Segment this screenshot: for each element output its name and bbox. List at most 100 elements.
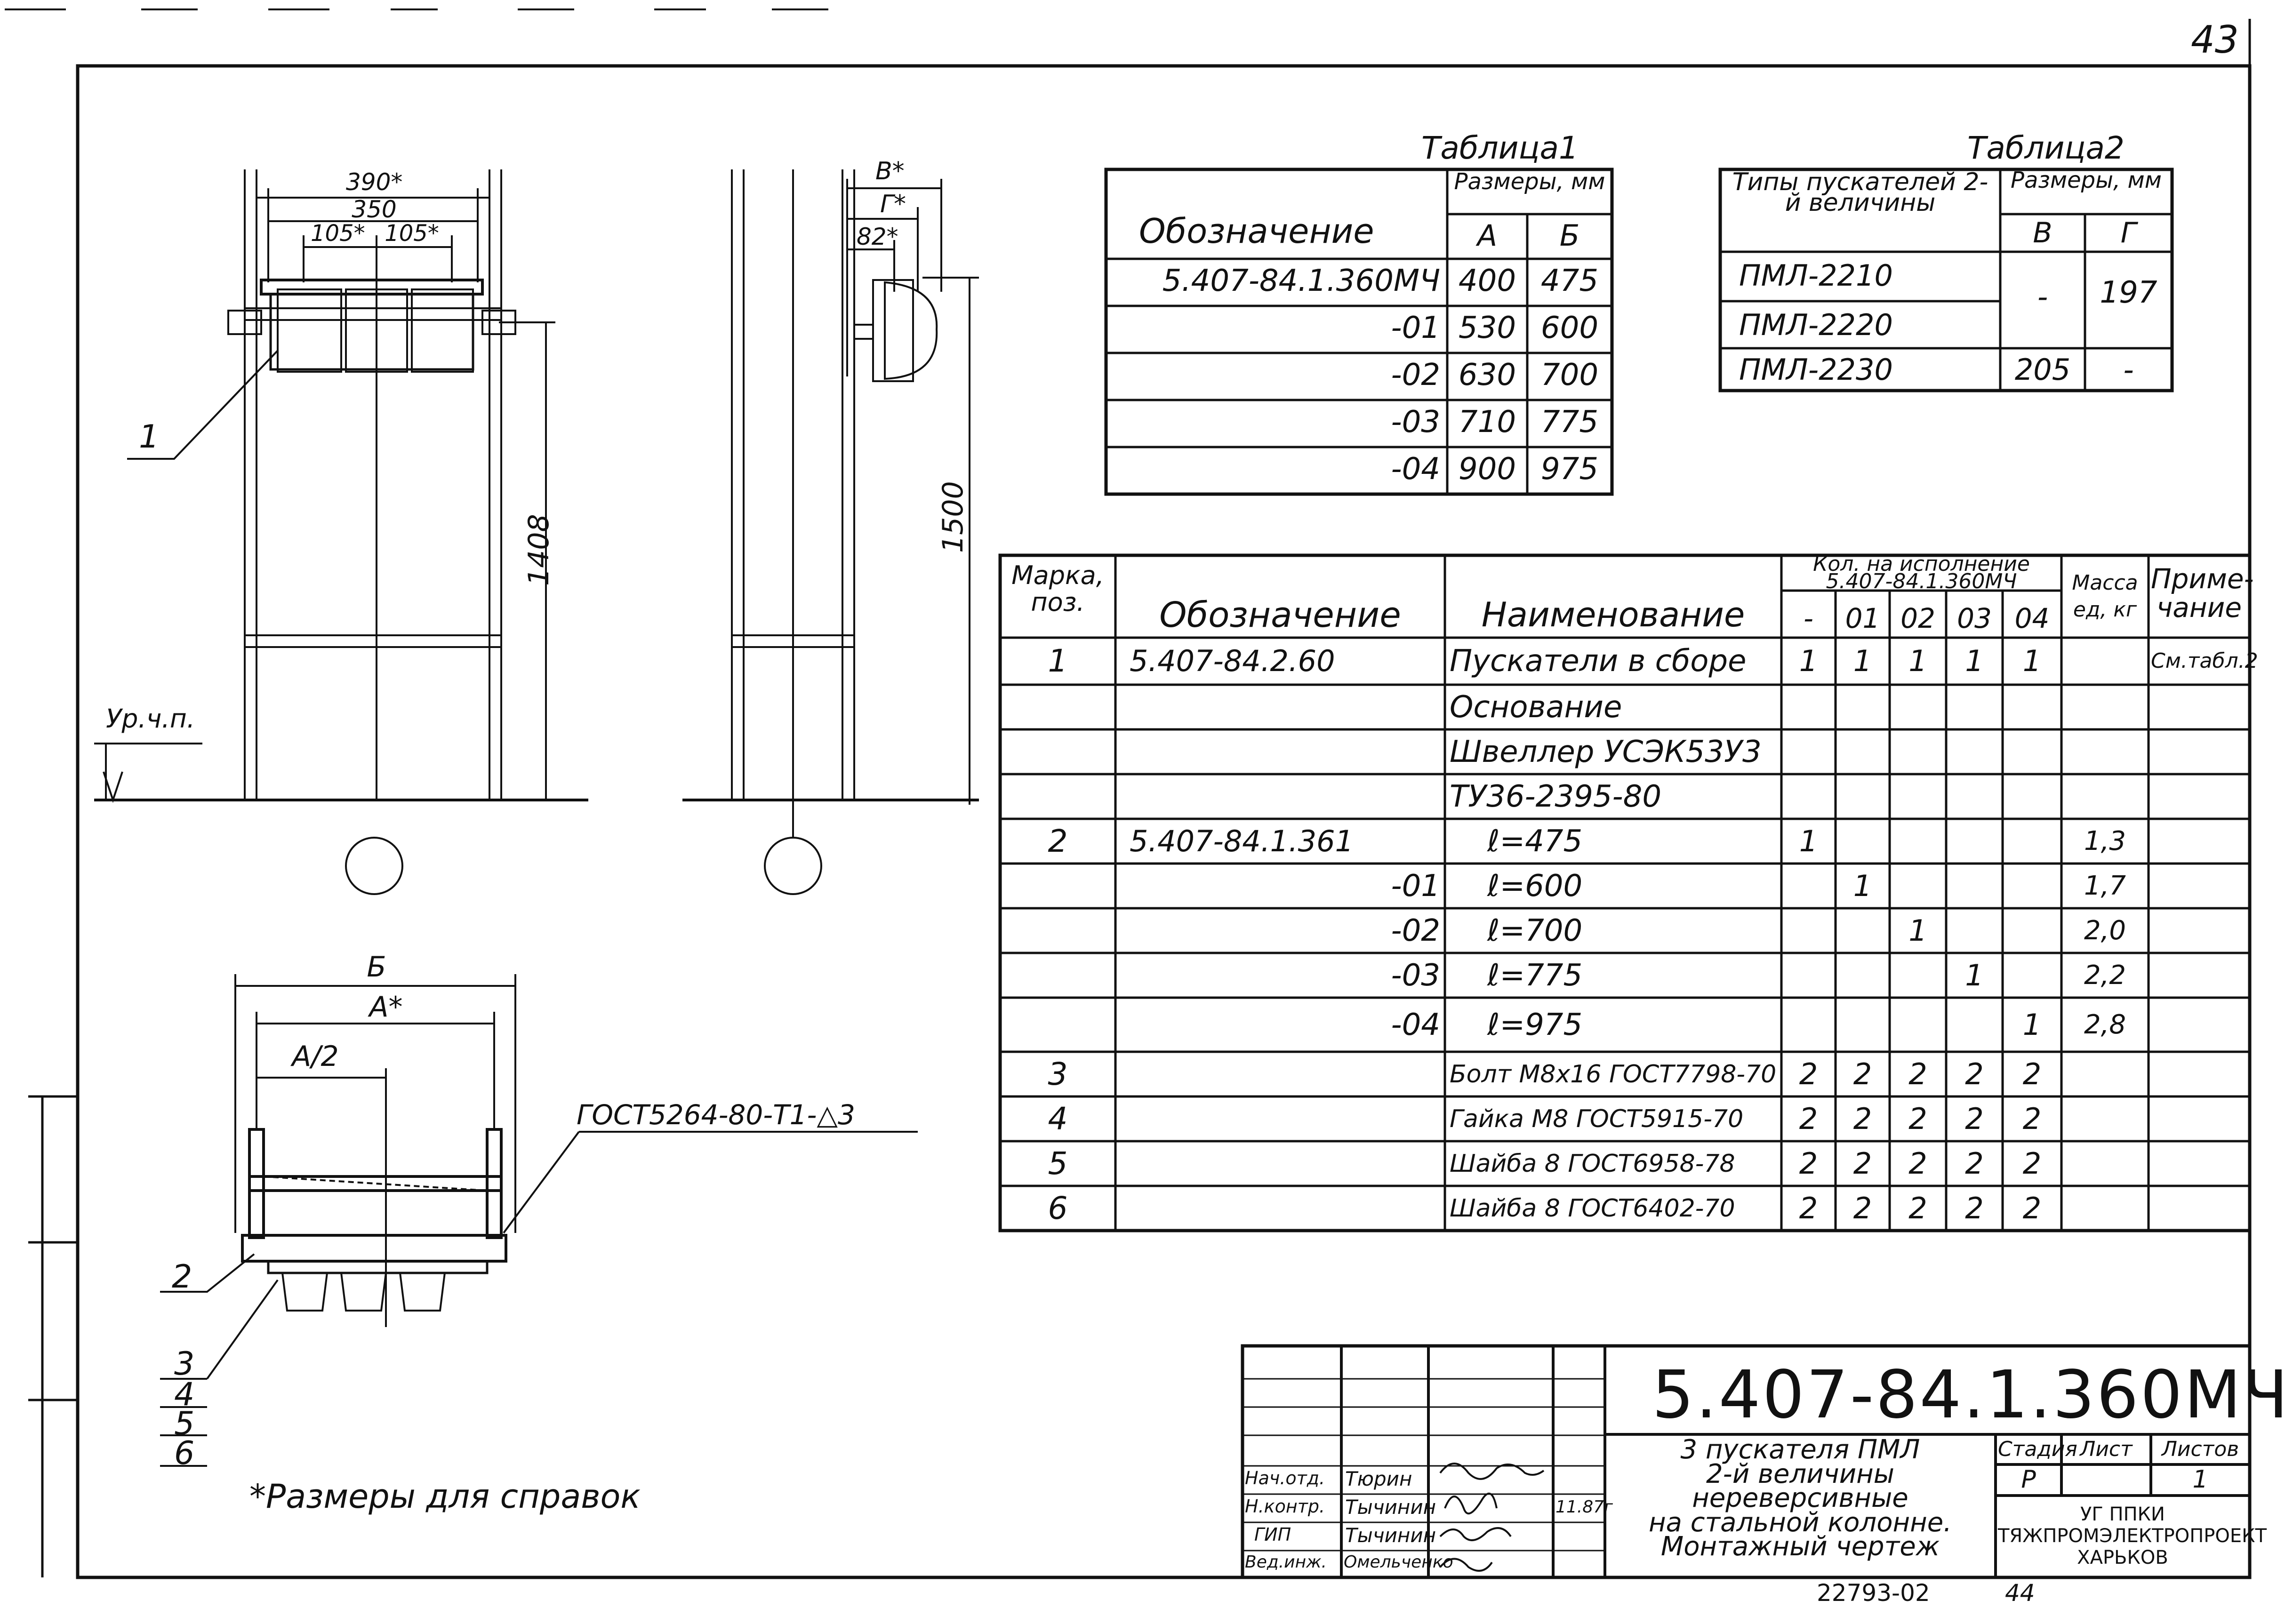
dim-105b-label: 105* (385, 220, 439, 247)
spec-cell-mass: 2,0 (2084, 915, 2126, 946)
spec-cell-qty: 2 (1908, 1191, 1927, 1225)
spec-cell-name: Швеллер УСЭК53У3 (1450, 734, 1762, 769)
dim-1500-label: 1500 (937, 481, 970, 553)
table1-header-b: Б (1559, 218, 1580, 253)
spec-cell-mass: 1,7 (2084, 870, 2126, 901)
table1-title: Таблица1 (1421, 130, 1579, 166)
spec-cell-qty: 1 (1908, 913, 1927, 948)
drawing-title-line: 2-й величины (1706, 1458, 1894, 1489)
dim-v-label: В* (875, 157, 905, 185)
table1-row-b: 700 (1540, 358, 1599, 392)
spec-cell-qty: 1 (1853, 644, 1872, 678)
spec-cell-qty: 1 (2022, 644, 2042, 678)
table2-row-type: ПМЛ-2220 (1739, 308, 1893, 342)
spec-header-q0: - (1804, 602, 1813, 634)
dim-b-label: Б (367, 951, 386, 984)
table1-row-a: 400 (1458, 264, 1516, 298)
spec-cell-name: Шайба 8 ГОСТ6402-70 (1450, 1194, 1735, 1223)
dim-a-label: А* (369, 991, 403, 1024)
table2-merged-v: - (2037, 280, 2048, 314)
spec-cell-name: ℓ=600 (1487, 868, 1583, 904)
table2-header-v: В (2033, 216, 2052, 249)
position-3-label: 3 (174, 1345, 195, 1383)
spec-cell-name: Основание (1450, 689, 1622, 725)
archive-number: 22793-02 (1817, 1579, 1930, 1607)
spec-cell-pos: 3 (1048, 1056, 1068, 1092)
spec-cell-qty: 1 (1799, 824, 1818, 858)
table1-header-sizes: Размеры, мм (1454, 168, 1605, 195)
spec-cell-note: См.табл.2 (2151, 649, 2258, 673)
spec-header-q2: 02 (1900, 602, 1935, 634)
spec-cell-name: ℓ=475 (1487, 824, 1583, 859)
table1-row-a: 530 (1458, 311, 1516, 345)
table1-row-b: 600 (1540, 311, 1599, 345)
table2-merged-g: 197 (2100, 275, 2157, 310)
drawing-title-line: на стальной колонне. (1649, 1507, 1952, 1538)
position-2-label: 2 (172, 1258, 192, 1296)
table1-row-a: 900 (1458, 452, 1516, 487)
spec-cell-qty: 2 (1799, 1056, 1818, 1091)
table1-row-designation: 5.407-84.1.360МЧ (1162, 264, 1440, 298)
table2-title: Таблица2 (1967, 130, 2125, 166)
spec-cell-qty: 2 (1853, 1056, 1872, 1091)
spec-header-mass: Масса ед, кг (2072, 571, 2138, 622)
spec-header-qty: Кол. на исполнение 5.407-84.1.360МЧ (1813, 552, 2030, 594)
page-number: 43 (2191, 18, 2239, 62)
spec-cell-pos: 1 (1048, 643, 1068, 679)
spec-cell-qty: 2 (2022, 1101, 2042, 1136)
spec-cell-name: ℓ=700 (1487, 913, 1583, 948)
sign-name: Тычинин (1345, 1524, 1436, 1547)
spec-cell-qty: 1 (1853, 868, 1872, 903)
spec-header-name: Наименование (1481, 595, 1745, 634)
spec-cell-designation: -04 (1391, 1007, 1440, 1042)
sign-name: Тюрин (1345, 1467, 1412, 1490)
table2-row-v: 205 (2014, 352, 2071, 387)
spec-header-mark: Марка, поз. (1011, 560, 1104, 617)
drawing-title: 3 пускателя ПМЛ 2-й величины нереверсивн… (1607, 1437, 1993, 1560)
table1-row-a: 630 (1458, 358, 1516, 392)
spec-cell-name: ℓ=775 (1487, 958, 1583, 993)
table1-header-a: А (1477, 218, 1498, 253)
spec-cell-name: Болт М8х16 ГОСТ7798-70 (1450, 1060, 1777, 1088)
spec-cell-designation: -01 (1391, 868, 1440, 904)
spec-cell-pos: 5 (1048, 1145, 1068, 1182)
spec-cell-pos: 2 (1048, 823, 1068, 859)
spec-cell-designation: 5.407-84.1.361 (1130, 824, 1354, 858)
spec-cell-pos: 6 (1048, 1190, 1068, 1226)
spec-header-q3: 03 (1957, 602, 1992, 634)
table1-header-designation: Обозначение (1139, 211, 1374, 251)
spec-cell-designation: -02 (1391, 913, 1440, 948)
level-label: Ур.ч.п. (106, 704, 195, 734)
spec-cell-qty: 2 (1853, 1101, 1872, 1136)
organization-line: ХАРЬКОВ (2077, 1547, 2168, 1568)
archive-sheet: 44 (2005, 1579, 2035, 1607)
spec-cell-mass: 2,8 (2084, 1009, 2126, 1040)
spec-cell-qty: 2 (1853, 1146, 1872, 1181)
stage-value: Р (2021, 1465, 2036, 1494)
sheet-label: Лист (2080, 1437, 2133, 1461)
spec-cell-qty: 2 (1965, 1191, 1984, 1225)
position-1-label: 1 (139, 418, 160, 456)
spec-cell-mass: 2,2 (2084, 960, 2126, 991)
spec-cell-qty: 2 (1799, 1191, 1818, 1225)
spec-cell-qty: 2 (1965, 1146, 1984, 1181)
organization-line: УГ ППКИ (2080, 1504, 2165, 1525)
spec-header-note: Приме- чание (2151, 563, 2254, 624)
spec-cell-qty: 2 (1965, 1056, 1984, 1091)
table1-row-b: 975 (1540, 452, 1599, 487)
spec-header-designation: Обозначение (1159, 595, 1401, 635)
spec-cell-qty: 1 (1965, 958, 1984, 992)
table2-header-types: Типы пускателей 2-й величины (1732, 168, 1988, 217)
dim-a-half-label: А/2 (292, 1040, 339, 1073)
spec-cell-pos: 4 (1048, 1100, 1068, 1137)
spec-cell-designation: -03 (1391, 958, 1440, 993)
table1-row-b: 775 (1540, 405, 1599, 440)
table1-row-a: 710 (1458, 405, 1516, 440)
spec-cell-mass: 1,3 (2084, 825, 2126, 856)
table1-row-designation: -04 (1391, 452, 1440, 487)
spec-cell-qty: 2 (1799, 1146, 1818, 1181)
sign-role: Нач.отд. (1245, 1468, 1325, 1488)
table2-header-g: Г (2120, 216, 2137, 249)
